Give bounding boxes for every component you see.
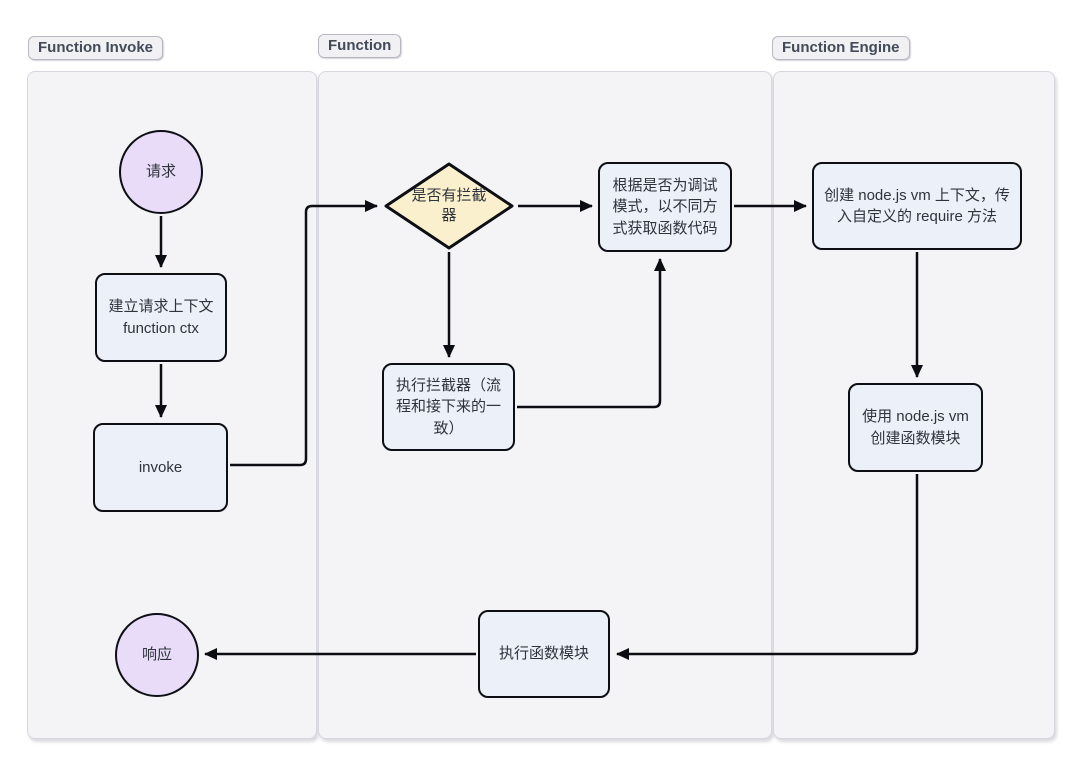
lane-label-function: Function bbox=[318, 34, 402, 58]
node-create-module: 使用 node.js vm 创建函数模块 bbox=[848, 383, 983, 472]
diamond-label: 是否有拦截器 bbox=[411, 186, 487, 224]
node-request: 请求 bbox=[119, 130, 203, 214]
node-response: 响应 bbox=[115, 613, 199, 697]
node-exec-module: 执行函数模块 bbox=[478, 610, 610, 698]
node-run-interceptor: 执行拦截器（流程和接下来的一致） bbox=[382, 363, 515, 451]
node-invoke: invoke bbox=[93, 423, 228, 512]
diamond-shape bbox=[384, 162, 514, 250]
node-create-vm-ctx: 创建 node.js vm 上下文，传入自定义的 require 方法 bbox=[812, 162, 1022, 250]
node-build-ctx: 建立请求上下文 function ctx bbox=[95, 273, 227, 362]
node-get-code: 根据是否为调试模式，以不同方式获取函数代码 bbox=[598, 162, 732, 252]
node-has-interceptor: 是否有拦截器 bbox=[383, 162, 515, 250]
lane-label-function-invoke: Function Invoke bbox=[28, 36, 164, 60]
lane-label-function-engine: Function Engine bbox=[772, 36, 910, 60]
